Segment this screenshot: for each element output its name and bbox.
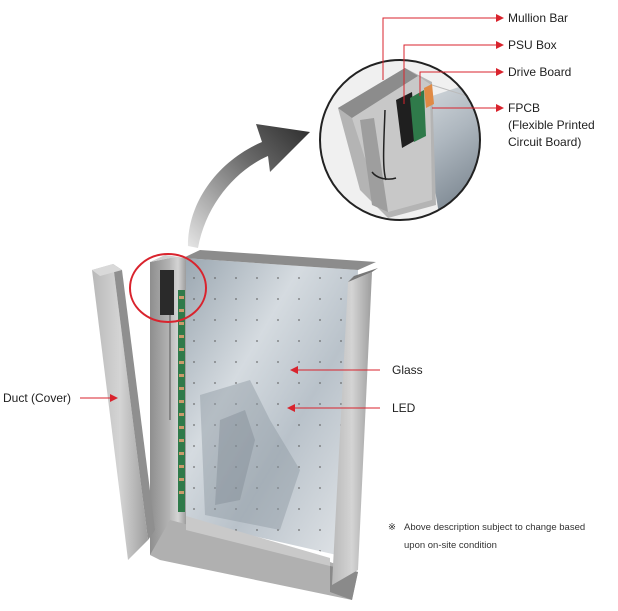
leader-drive-board [419,71,498,96]
main-assembly [92,250,378,600]
glass-led-grid [183,258,358,558]
note-line2: upon on-site condition [404,540,497,551]
bottom-sill [150,520,358,600]
zoom-arrow [188,124,310,248]
label-led: LED [392,401,416,415]
label-duct-cover: Duct (Cover) [3,391,72,405]
label-psu-box: PSU Box [508,38,557,52]
leader-lines [80,17,498,409]
note-symbol: ※ [388,522,396,533]
label-glass: Glass [392,363,423,377]
psu-box-main [160,270,174,315]
label-drive-board: Drive Board [508,65,572,79]
glass-reflection [200,380,300,530]
pcb-led-cells [179,296,184,494]
label-fpcb: FPCB [508,101,541,115]
label-mullion-bar: Mullion Bar [508,11,569,25]
zoom-detail [319,59,481,221]
highlight-circle [129,253,207,323]
note-line1: Above description subject to change base… [404,522,586,533]
mullion-bar-right [332,272,372,585]
leader-psu-box [403,44,498,104]
label-fpcb-line3: Circuit Board) [508,135,582,149]
mullion-bar-left [150,258,170,555]
drive-board-detail [410,90,426,142]
label-fpcb-line2: (Flexible Printed [508,118,595,132]
leader-arrowheads [110,14,504,412]
duct-cover-part [92,264,148,560]
leader-mullion-bar [382,17,498,80]
